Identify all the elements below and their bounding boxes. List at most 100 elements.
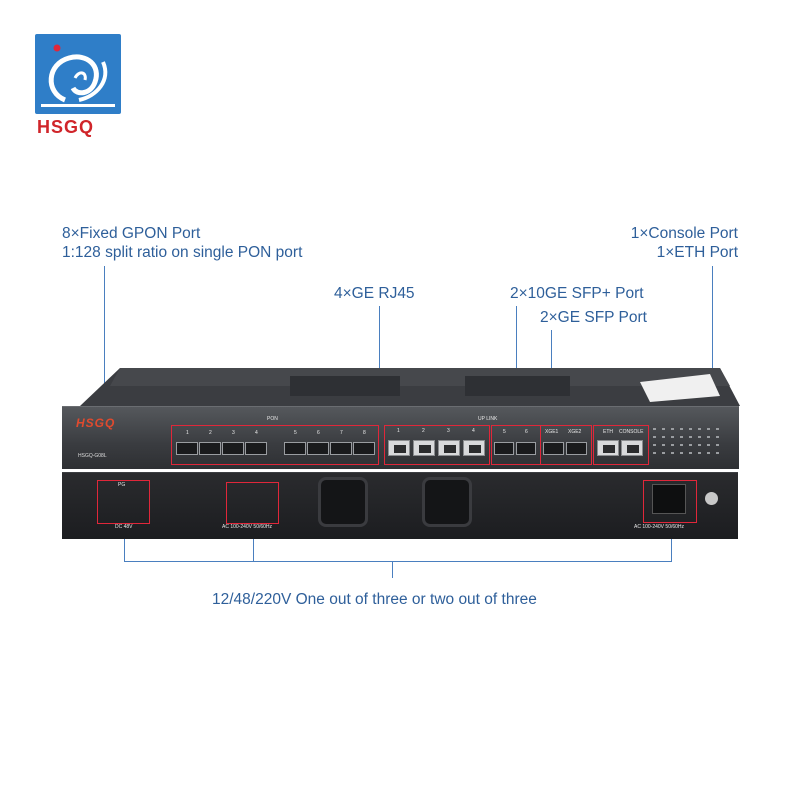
front-panel (62, 406, 739, 469)
status-led (662, 452, 665, 454)
status-led (716, 436, 719, 438)
pon-port-number: 8 (363, 430, 366, 436)
ac-right-highlight (643, 480, 697, 523)
status-led (671, 436, 674, 438)
rj45-port-1[interactable] (388, 440, 410, 456)
status-led (671, 452, 674, 454)
chassis-lid (80, 368, 740, 406)
rj45-leader-line (379, 306, 380, 426)
fan-left-icon (318, 477, 368, 527)
dc-pg-label: PG (118, 482, 126, 488)
front-brand: HSGQ (76, 416, 116, 430)
sfp-plus-label: 2×10GE SFP+ Port (510, 285, 644, 302)
status-led (707, 428, 710, 430)
pon-port-number: 6 (317, 430, 320, 436)
rj45-port-number: 1 (397, 428, 400, 434)
eth-console-highlight (593, 425, 649, 465)
iec-power-socket-icon[interactable] (652, 484, 686, 514)
xge-port-2[interactable] (566, 442, 587, 455)
status-led (662, 428, 665, 430)
power-stem-line (392, 561, 393, 578)
dc-label: DC 48V (115, 524, 133, 530)
pon-ports-highlight (171, 425, 379, 465)
status-led (680, 436, 683, 438)
status-led (716, 428, 719, 430)
rj45-label: 4×GE RJ45 (334, 285, 415, 302)
xge-port-label: XGE2 (568, 429, 582, 435)
status-led (707, 452, 710, 454)
status-led (689, 444, 692, 446)
console-leader-line (712, 266, 713, 426)
status-led (662, 444, 665, 446)
pon-port-5[interactable] (284, 442, 306, 455)
status-led (689, 428, 692, 430)
hsgq-logo (35, 34, 121, 114)
ac-left-label: AC 100-240V 50/60Hz (222, 524, 273, 530)
console-label: CONSOLE (619, 429, 644, 435)
status-led (707, 436, 710, 438)
status-led (671, 428, 674, 430)
status-led (716, 444, 719, 446)
status-led (653, 444, 656, 446)
ac-left-highlight (226, 482, 279, 524)
fan-right-icon (422, 477, 472, 527)
sfp-port-5[interactable] (494, 442, 514, 455)
gpon-leader-line (104, 266, 105, 426)
rear-panel (62, 472, 738, 539)
status-led (698, 436, 701, 438)
pon-port-number: 1 (186, 430, 189, 436)
ac-left-leader-line (253, 524, 254, 561)
power-label: 12/48/220V One out of three or two out o… (212, 591, 537, 608)
pon-port-number: 3 (232, 430, 235, 436)
pon-port-7[interactable] (330, 442, 352, 455)
status-led (689, 436, 692, 438)
status-led (662, 436, 665, 438)
model-label: HSGQ-G08L (78, 453, 107, 459)
sfp-plus-leader-line (516, 306, 517, 426)
console-port[interactable] (621, 440, 643, 456)
ac-right-leader-line (671, 524, 672, 561)
ground-screw-icon (705, 492, 718, 505)
split-ratio-label: 1:128 split ratio on single PON port (62, 244, 303, 261)
pon-port-6[interactable] (307, 442, 329, 455)
rj45-port-number: 3 (447, 428, 450, 434)
xge-port-1[interactable] (543, 442, 564, 455)
xge-port-label: XGE1 (545, 429, 559, 435)
pon-port-1[interactable] (176, 442, 198, 455)
dc-power-highlight (97, 480, 150, 524)
eth-port[interactable] (597, 440, 619, 456)
status-led (671, 444, 674, 446)
uplink-group-label: UP LINK (478, 416, 498, 422)
rj45-port-number: 2 (422, 428, 425, 434)
pon-port-number: 2 (209, 430, 212, 436)
logo-brand-text: HSGQ (37, 117, 95, 137)
rj45-port-number: 4 (472, 428, 475, 434)
rj45-port-3[interactable] (438, 440, 460, 456)
status-led (653, 452, 656, 454)
status-led (716, 452, 719, 454)
status-led (653, 436, 656, 438)
status-led (698, 452, 701, 454)
ac-right-label: AC 100-240V 50/60Hz (634, 524, 685, 530)
sfp-label: 2×GE SFP Port (540, 309, 647, 326)
status-led (698, 428, 701, 430)
pon-port-number: 5 (294, 430, 297, 436)
rj45-ports-highlight (384, 425, 490, 465)
sfp-port-number: 5 (503, 429, 506, 435)
status-led (653, 428, 656, 430)
eth-label: ETH (603, 429, 613, 435)
rj45-port-4[interactable] (463, 440, 485, 456)
status-led (680, 428, 683, 430)
gpon-port-label: 8×Fixed GPON Port (62, 225, 201, 242)
pon-port-2[interactable] (199, 442, 221, 455)
pon-port-8[interactable] (353, 442, 375, 455)
pon-port-3[interactable] (222, 442, 244, 455)
pon-port-4[interactable] (245, 442, 267, 455)
status-led (680, 444, 683, 446)
status-led (698, 444, 701, 446)
rj45-port-2[interactable] (413, 440, 435, 456)
status-led (680, 452, 683, 454)
logo-swirl-icon (41, 44, 115, 107)
status-led (689, 452, 692, 454)
sfp-port-6[interactable] (516, 442, 536, 455)
